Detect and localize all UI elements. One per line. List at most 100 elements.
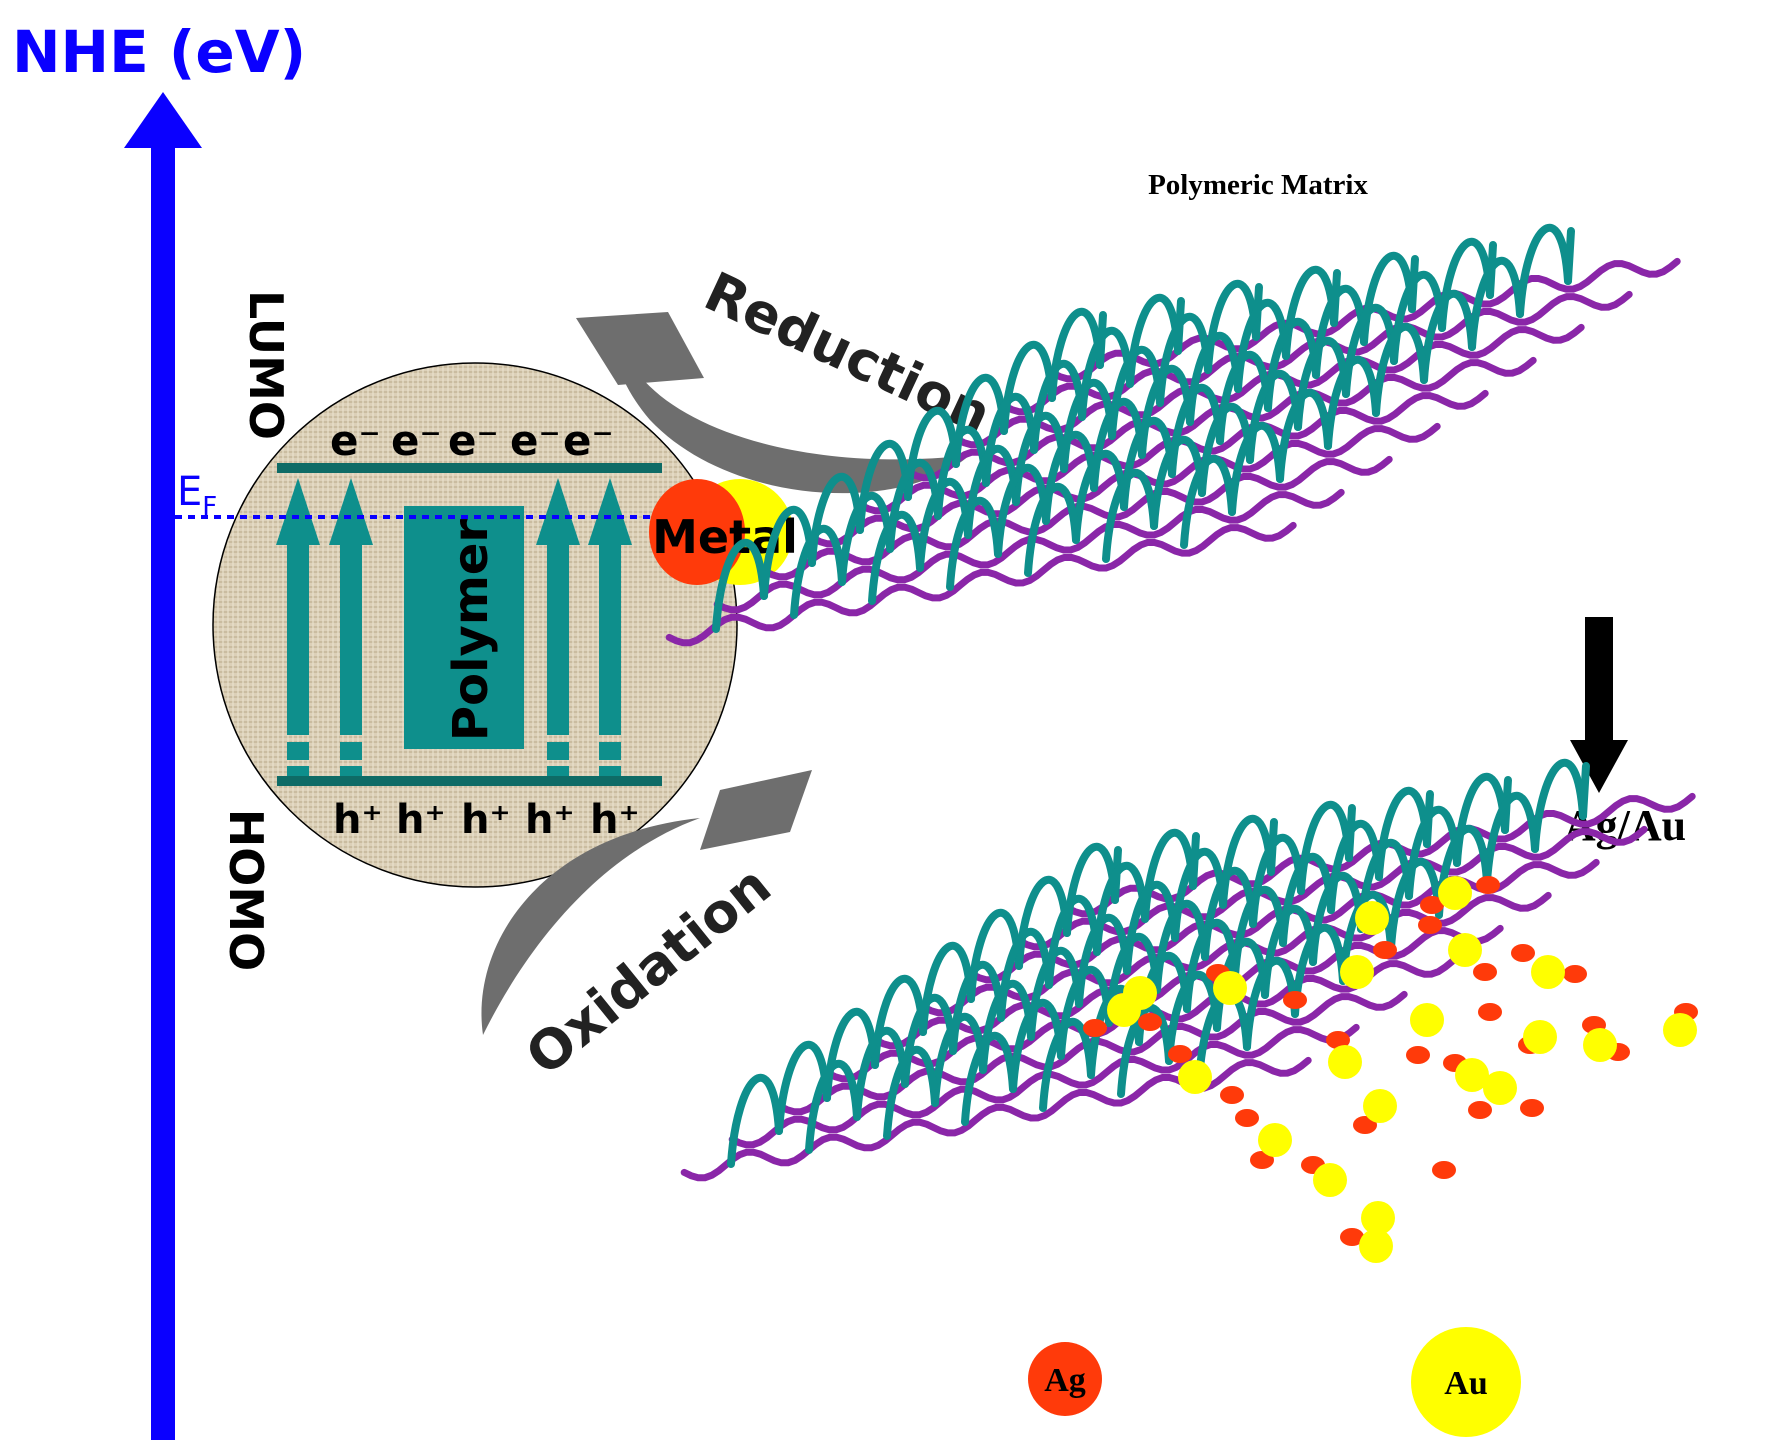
energy-axis-label: NHE (eV)	[12, 18, 306, 86]
crosslink-arch	[1072, 449, 1128, 544]
excitation-arrow-shaft	[287, 535, 309, 735]
electron: e⁻	[448, 416, 499, 465]
ag-nanoparticle	[1406, 1046, 1430, 1064]
ag-nanoparticle	[1420, 896, 1444, 914]
crosslink-arch	[838, 491, 894, 586]
crosslink-arch	[1372, 322, 1428, 417]
crosslink-arch	[805, 1059, 861, 1154]
crosslink-arch	[1165, 970, 1221, 1065]
crosslink-arch	[1291, 923, 1347, 1018]
ag-nanoparticle	[1432, 1161, 1456, 1179]
crosslink-arch	[961, 1031, 1017, 1126]
crosslink-arch	[1243, 956, 1299, 1051]
reduction-arrowhead	[576, 312, 704, 385]
oxidation-arrowhead	[700, 770, 812, 850]
hole: h⁺	[525, 797, 575, 843]
electron: e⁻	[330, 416, 381, 465]
fermi-level-label: EF	[177, 469, 217, 522]
polymer-label: Polymer	[443, 519, 499, 741]
ag-nanoparticle	[1373, 941, 1397, 959]
ag-nanoparticle	[1250, 1151, 1274, 1169]
excitation-arrowhead	[329, 478, 373, 545]
polymer-particle: Polymer e⁻ e⁻ e⁻ e⁻ e⁻ h⁺ h⁺ h⁺ h⁺ h⁺	[212, 362, 738, 888]
au-nanoparticle	[1213, 971, 1247, 1005]
ag-nanoparticle	[1353, 1116, 1377, 1134]
crosslink-arch	[1564, 227, 1575, 285]
electrons: e⁻ e⁻ e⁻ e⁻ e⁻	[330, 416, 614, 465]
excitation-arrow-tail	[547, 742, 569, 760]
crosslink-arch	[1420, 289, 1476, 384]
crosslink-arch	[1531, 758, 1587, 853]
homo-band-line	[277, 776, 662, 786]
crosslink-arch	[868, 510, 924, 605]
excitation-arrow-shaft	[340, 535, 362, 735]
oxidation-arrow-body	[481, 818, 700, 1035]
ag-nanoparticle	[1326, 1031, 1350, 1049]
excitation-arrow-tail	[340, 742, 362, 760]
excitation-arrow-tail	[340, 766, 362, 776]
au-nanoparticle	[1258, 1123, 1292, 1157]
crosslink-arch	[1228, 421, 1284, 516]
crosslink-arch	[775, 1040, 831, 1135]
crosslink-arch	[994, 463, 1050, 558]
excitation-arrowhead	[588, 478, 632, 545]
legend-ag-label: Ag	[1044, 1362, 1086, 1399]
au-nanoparticle	[1313, 1163, 1347, 1197]
ag-nanoparticle	[1468, 1101, 1492, 1119]
legend-au-label: Au	[1444, 1365, 1487, 1402]
energy-axis-shaft	[151, 140, 175, 1440]
electron: e⁻	[563, 416, 614, 465]
ag-nanoparticle	[1138, 1013, 1162, 1031]
au-nanoparticle	[1359, 1229, 1393, 1263]
crosslink-arch	[916, 477, 972, 572]
ag-nanoparticle	[1340, 1228, 1364, 1246]
ag-nanoparticle	[1283, 991, 1307, 1009]
crosslink-arch	[1117, 1003, 1173, 1098]
reduction-label: Reduction	[695, 260, 1000, 447]
legend-au-swatch	[1411, 1327, 1521, 1437]
lumo-band-line	[277, 463, 662, 473]
loading-arrowhead	[1570, 740, 1628, 793]
legend: Ag Au	[1028, 1327, 1521, 1437]
crosslink-arch	[1009, 998, 1065, 1093]
fermi-level: EF	[175, 469, 650, 522]
au-nanoparticle	[1438, 876, 1472, 910]
crosslink-arch	[727, 1073, 783, 1168]
ag-nanoparticle	[1520, 1099, 1544, 1117]
crosslink-arch	[1180, 454, 1236, 549]
ag-nanoparticle	[1220, 1086, 1244, 1104]
hole: h⁺	[333, 797, 383, 843]
crosslink-arch	[712, 538, 768, 633]
crosslink-arch	[1150, 435, 1206, 530]
crosslink-arch	[1024, 482, 1080, 577]
crosslink-arch	[883, 1045, 939, 1140]
crosslink-arch	[1468, 256, 1524, 351]
energy-axis: NHE (eV)	[12, 18, 306, 1440]
crosslink-arch	[853, 1026, 909, 1121]
holes: h⁺ h⁺ h⁺ h⁺ h⁺	[333, 797, 640, 843]
au-nanoparticle	[1483, 1071, 1517, 1105]
ag-nanoparticle	[1476, 876, 1500, 894]
crosslink-arch	[1516, 223, 1572, 318]
crosslink-arch	[931, 1012, 987, 1107]
ag-nanoparticle	[1168, 1045, 1192, 1063]
polymer-block	[404, 506, 524, 749]
loading-arrow	[1570, 617, 1628, 793]
crosslink-arch	[1102, 468, 1158, 563]
nanoparticles	[1083, 876, 1698, 1263]
excitation-arrow-shaft	[599, 535, 621, 735]
loading-arrow-shaft	[1585, 617, 1613, 742]
ag-nanoparticle	[1473, 963, 1497, 981]
legend-ag-swatch	[1028, 1342, 1102, 1416]
hole: h⁺	[396, 797, 446, 843]
hole: h⁺	[461, 797, 511, 843]
crosslink-arch	[1276, 388, 1332, 483]
crosslink-arch	[1483, 791, 1539, 886]
ag-nanoparticle	[1235, 1109, 1259, 1127]
excitation-arrow-tail	[287, 766, 309, 776]
au-nanoparticle	[1340, 955, 1374, 989]
polymer-matrix-pristine	[665, 223, 1681, 647]
crosslink-arch	[760, 505, 816, 600]
reduction-arrow-body	[617, 345, 970, 494]
electron: e⁻	[510, 416, 561, 465]
